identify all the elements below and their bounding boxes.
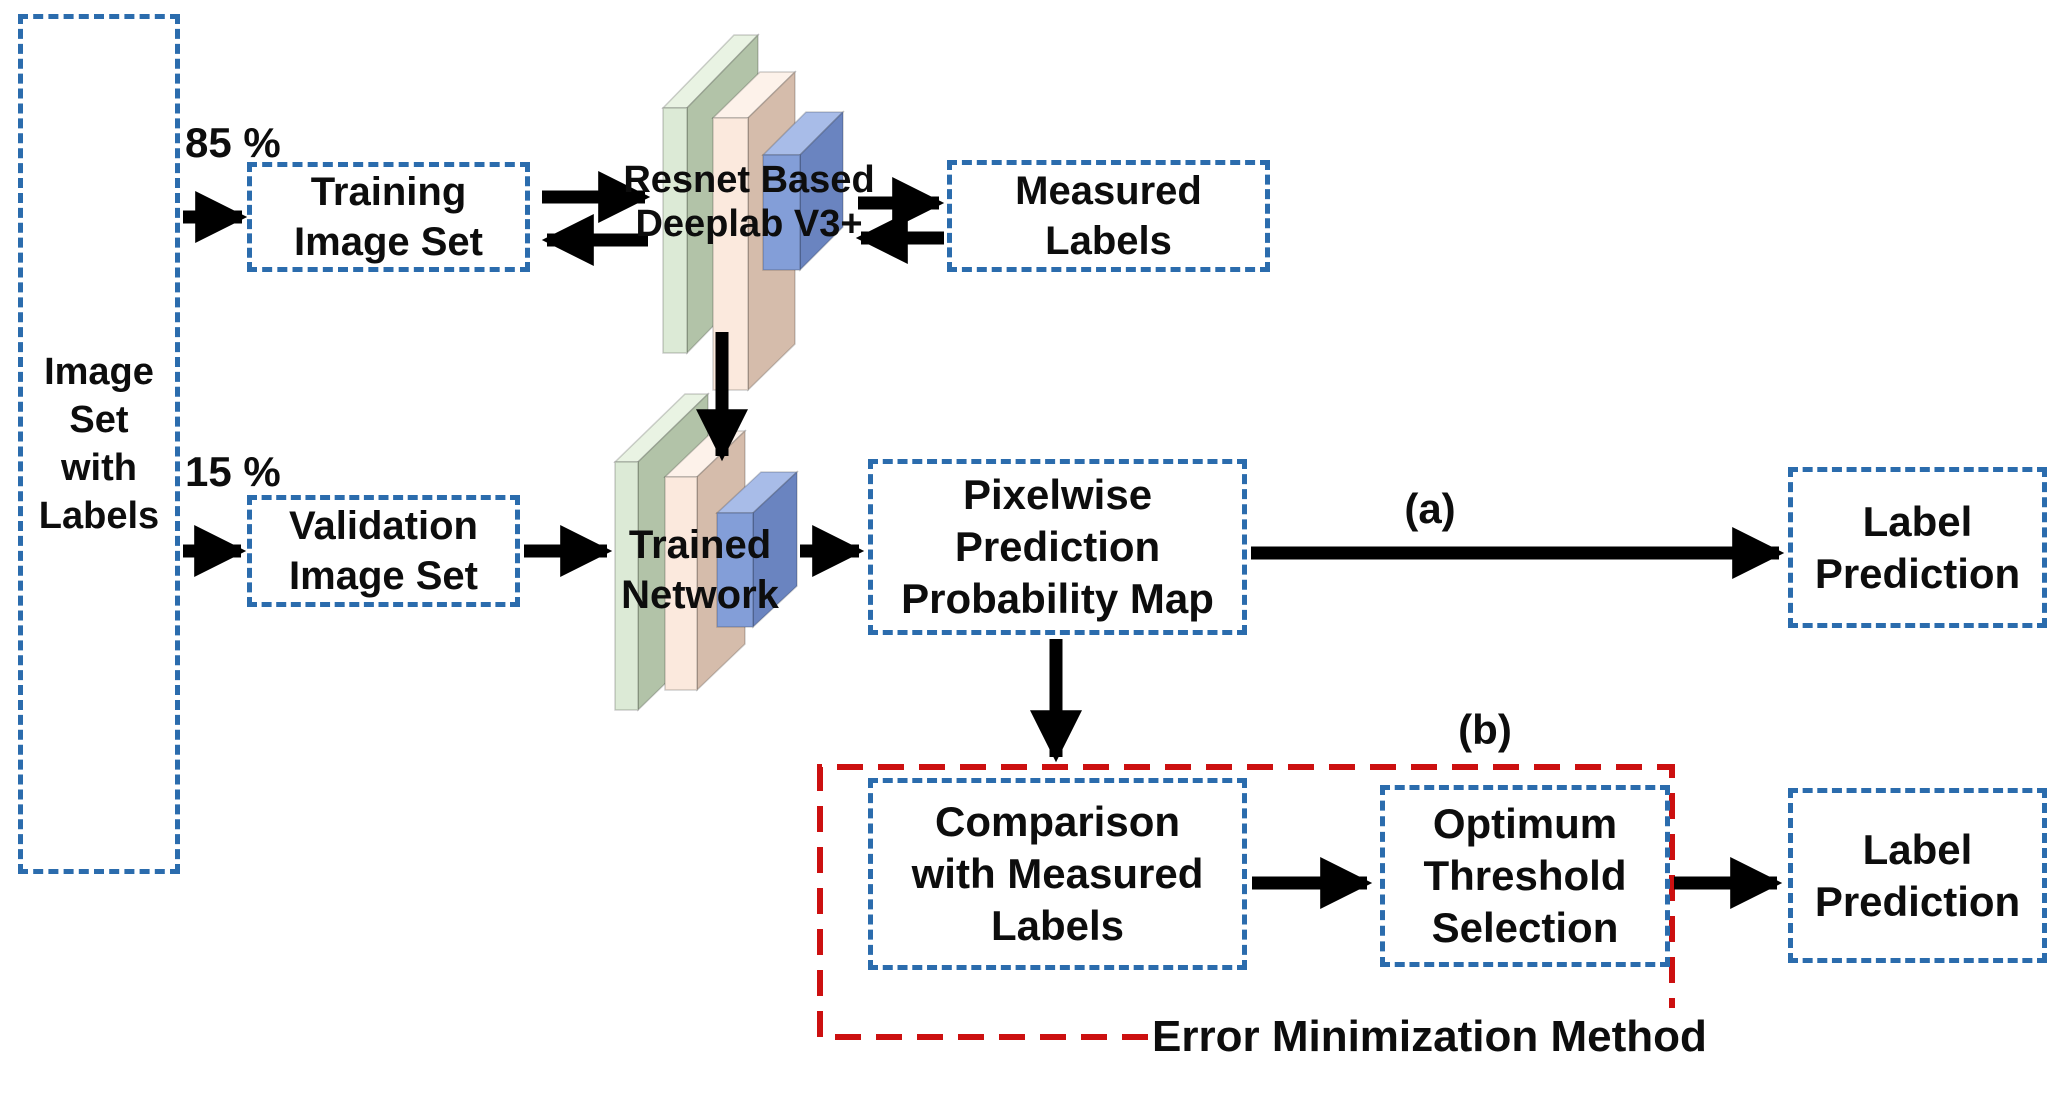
path-b-label: (b) <box>1458 706 1512 753</box>
trained-network-label: Trained Network <box>580 520 820 620</box>
node-label-line: Measured <box>1015 169 1202 213</box>
resnet-blue-layer <box>761 110 845 272</box>
stack-label-line: Trained <box>628 523 772 567</box>
trained-blue-layer <box>715 470 799 629</box>
node-training-image-set: Training Image Set <box>247 162 530 272</box>
node-label-line: Labels <box>38 495 160 537</box>
node-label-line: Label <box>1862 497 1973 545</box>
node-pixelwise-prediction-probability-map: Pixelwise Prediction Probability Map <box>868 459 1247 635</box>
node-label-line: Labels <box>1045 219 1172 263</box>
node-label-line: Image <box>44 351 154 393</box>
node-image-set-with-labels: Image Set with Labels <box>18 14 180 874</box>
node-label-line: with <box>61 447 137 489</box>
split-percentage-validation: 15 % <box>185 448 281 495</box>
node-label-line: Prediction <box>1814 549 2021 597</box>
resnet-network-stack-icon <box>661 33 845 392</box>
error-minimization-method-label: Error Minimization Method <box>1152 1012 1707 1061</box>
stack-label-line: Resnet Based <box>623 159 875 201</box>
node-label-line: Validation <box>289 504 478 548</box>
node-label-line: Training <box>310 170 467 214</box>
node-label-line: Prediction <box>1814 877 2021 925</box>
node-label-line: Set <box>69 399 129 441</box>
node-label-prediction-a: Label Prediction <box>1788 467 2047 628</box>
path-a-label: (a) <box>1404 485 1456 532</box>
error-minimization-group-outline <box>817 764 1675 1040</box>
resnet-stack-label: Resnet Based Deeplab V3+ <box>598 158 900 246</box>
node-label-line: Image Set <box>289 554 478 598</box>
node-label-line: Labels <box>990 902 1125 949</box>
node-measured-labels: Measured Labels <box>947 160 1270 272</box>
node-optimum-threshold-selection: Optimum Threshold Selection <box>1380 785 1670 967</box>
node-label-line: Comparison <box>934 798 1181 845</box>
node-label-line: Prediction <box>954 523 1161 570</box>
node-validation-image-set: Validation Image Set <box>247 495 520 607</box>
trained-network-stack-icon <box>613 392 799 712</box>
node-label-line: Probability Map <box>901 575 1214 622</box>
node-label-line: Pixelwise <box>962 471 1153 518</box>
node-label-line: Threshold <box>1423 852 1627 899</box>
node-comparison-with-measured-labels: Comparison with Measured Labels <box>868 778 1247 970</box>
node-label-line: Selection <box>1431 904 1619 951</box>
split-percentage-training: 85 % <box>185 119 281 166</box>
arrows <box>183 171 1785 909</box>
node-label-prediction-b: Label Prediction <box>1788 788 2047 963</box>
node-label-line: Label <box>1862 825 1973 873</box>
node-label-line: Optimum <box>1432 800 1618 847</box>
stack-label-line: Network <box>621 573 779 617</box>
stack-label-line: Deeplab V3+ <box>635 203 863 245</box>
node-label-line: Image Set <box>294 220 483 264</box>
node-label-line: with Measured <box>911 850 1204 897</box>
